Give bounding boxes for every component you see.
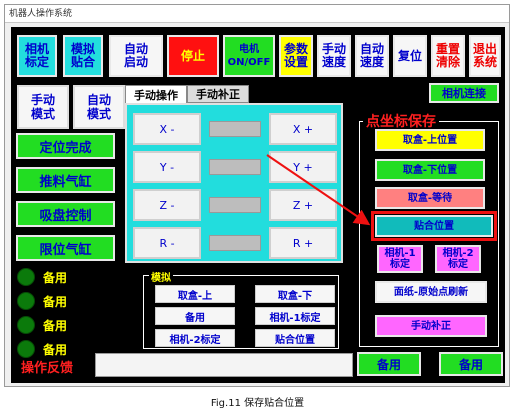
tab-manual-compensation[interactable]: 手动补正 — [187, 85, 249, 103]
auto-speed-button[interactable]: 自动 速度 — [355, 35, 389, 77]
fit-position-highlight — [371, 211, 497, 241]
indicator-row: 备用 — [17, 291, 67, 311]
simulate-spare-button[interactable]: 备用 — [155, 307, 235, 325]
x-position-readout — [209, 121, 261, 137]
exit-system-button[interactable]: 退出 系统 — [469, 35, 501, 77]
auto-mode-button[interactable]: 自动 模式 — [73, 85, 125, 129]
point-save-title: 点坐标保存 — [363, 111, 439, 131]
simulate-group-title: 模拟 — [149, 269, 173, 284]
save-camera2-calibrate-button[interactable]: 相机-2 标定 — [435, 245, 481, 273]
save-fit-position-button[interactable]: 贴合位置 — [375, 215, 493, 237]
tab-manual-operation[interactable]: 手动操作 — [125, 85, 187, 103]
x-plus-button[interactable]: X + — [269, 113, 337, 145]
suction-control-button[interactable]: 吸盘控制 — [16, 201, 115, 227]
manual-compensation-button[interactable]: 手动补正 — [375, 315, 487, 337]
manual-mode-button[interactable]: 手动 模式 — [17, 85, 69, 129]
reset-clear-button[interactable]: 重置 清除 — [431, 35, 465, 77]
window-title: 机器人操作系统 — [5, 5, 509, 23]
indicator-label: 备用 — [43, 270, 68, 285]
jog-panel: X - X + Y - Y + Z - Z + R - R + — [125, 103, 343, 263]
simulate-fit-button[interactable]: 模拟 贴合 — [63, 35, 103, 77]
stop-button[interactable]: 停止 — [167, 35, 219, 77]
feedback-field — [95, 353, 353, 377]
auto-start-button[interactable]: 自动 启动 — [109, 35, 163, 77]
save-camera1-calibrate-button[interactable]: 相机-1 标定 — [377, 245, 423, 273]
indicator-row: 备用 — [17, 315, 67, 335]
indicator-label: 备用 — [43, 318, 68, 333]
reset-button[interactable]: 复位 — [393, 35, 427, 77]
figure-caption: Fig.11 保存贴合位置 — [210, 398, 305, 409]
status-led-icon — [17, 268, 35, 286]
motor-onoff-button[interactable]: 电机 ON/OFF — [223, 35, 275, 77]
save-pick-upper-button[interactable]: 取盒-上位置 — [375, 129, 485, 151]
spare-right-button[interactable]: 备用 — [439, 352, 503, 376]
simulate-camera2-calibrate-button[interactable]: 相机-2标定 — [155, 329, 235, 347]
camera-connect-button[interactable]: 相机连接 — [429, 83, 499, 103]
simulate-camera1-calibrate-button[interactable]: 相机-1标定 — [255, 307, 335, 325]
simulate-pick-lower-button[interactable]: 取盒-下 — [255, 285, 335, 303]
indicator-row: 备用 — [17, 267, 67, 287]
camera-calibrate-button[interactable]: 相机 标定 — [17, 35, 57, 77]
z-plus-button[interactable]: Z + — [269, 189, 337, 221]
indicator-label: 备用 — [43, 294, 68, 309]
y-position-readout — [209, 159, 261, 175]
push-cylinder-button[interactable]: 推料气缸 — [16, 167, 115, 193]
save-pick-lower-button[interactable]: 取盒-下位置 — [375, 159, 485, 181]
positioning-complete-button[interactable]: 定位完成 — [16, 133, 115, 159]
spare-left-button[interactable]: 备用 — [357, 352, 421, 376]
origin-refresh-button[interactable]: 面纸-原始点刷新 — [375, 281, 487, 303]
limit-cylinder-button[interactable]: 限位气缸 — [16, 235, 115, 261]
feedback-label: 操作反馈 — [21, 361, 74, 376]
indicator-row: 备用 — [17, 339, 67, 359]
status-led-icon — [17, 340, 35, 358]
manual-speed-button[interactable]: 手动 速度 — [317, 35, 351, 77]
z-minus-button[interactable]: Z - — [133, 189, 201, 221]
param-settings-button[interactable]: 参数 设置 — [279, 35, 313, 77]
r-plus-button[interactable]: R + — [269, 227, 337, 259]
indicator-label: 备用 — [43, 342, 68, 357]
simulate-pick-upper-button[interactable]: 取盒-上 — [155, 285, 235, 303]
control-panel: 相机 标定 模拟 贴合 自动 启动 停止 电机 ON/OFF 参数 设置 手动 … — [11, 27, 505, 383]
y-minus-button[interactable]: Y - — [133, 151, 201, 183]
x-minus-button[interactable]: X - — [133, 113, 201, 145]
z-position-readout — [209, 197, 261, 213]
y-plus-button[interactable]: Y + — [269, 151, 337, 183]
simulate-group — [143, 275, 339, 349]
app-window: 机器人操作系统 相机 标定 模拟 贴合 自动 启动 停止 电机 ON/OFF 参… — [4, 4, 510, 387]
simulate-fit-position-button[interactable]: 贴合位置 — [255, 329, 335, 347]
r-position-readout — [209, 235, 261, 251]
save-pick-wait-button[interactable]: 取盒-等待 — [375, 187, 485, 209]
status-led-icon — [17, 316, 35, 334]
r-minus-button[interactable]: R - — [133, 227, 201, 259]
status-led-icon — [17, 292, 35, 310]
